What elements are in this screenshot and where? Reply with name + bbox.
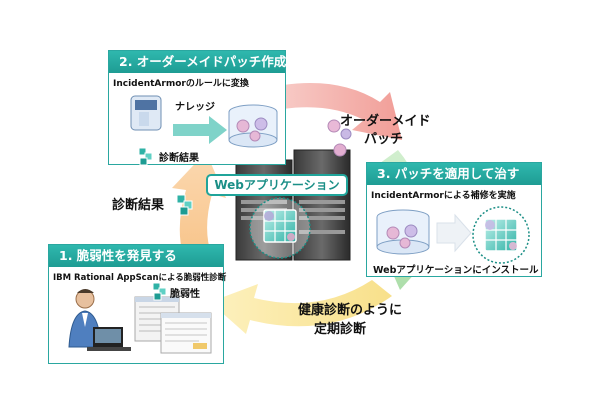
vulnerability-label: 脆弱性	[170, 289, 200, 300]
diagnosis-cubes-icon	[176, 194, 193, 216]
convert-arrow-icon	[173, 116, 227, 144]
step3-title: 3. パッチを適用して治す	[367, 163, 541, 185]
step2-panel: 2. オーダーメイドパッチ作成 IncidentArmorのルールに変換	[108, 50, 286, 166]
cycle-label-health-line1: 健康診断のように	[298, 303, 403, 318]
center-cube-icon	[249, 197, 311, 259]
apply-arrow-icon	[436, 213, 472, 253]
cycle-label-health-line2: 定期診断	[314, 322, 367, 337]
cycle-arrow-yellow	[210, 280, 392, 334]
patch-cylinder-icon	[376, 209, 430, 255]
cycle-arrow-red	[250, 83, 402, 140]
knowledge-label: ナレッジ	[175, 102, 215, 113]
knowledge-books-icon	[130, 95, 162, 131]
cycle-label-diagnosis-result: 診断結果	[112, 198, 165, 213]
result-cubes-icon	[138, 147, 153, 166]
step3-subtitle: IncidentArmorによる補修を実施	[371, 191, 516, 201]
result-label: 診断結果	[159, 153, 199, 164]
scan-window-icon	[134, 296, 212, 354]
patched-cube-icon	[472, 206, 530, 264]
cycle-label-ordermade-line1: オーダーメイド	[340, 114, 431, 129]
vulnerability-cubes-icon	[152, 283, 167, 301]
cycle-label-ordermade-line2: パッチ	[364, 132, 404, 147]
step1-illustration	[68, 283, 212, 354]
step2-subtitle: IncidentArmorのルールに変換	[113, 79, 249, 89]
step1-panel: 1. 脆弱性を発見する IBM Rational AppScanによる脆弱性診断	[48, 244, 227, 364]
install-label: Webアプリケーションにインストール	[373, 265, 539, 276]
step1-title: 1. 脆弱性を発見する	[49, 245, 223, 267]
ordermade-spheres-icon	[327, 119, 352, 157]
step3-panel: 3. パッチを適用して治す IncidentArmorによる補修を実施	[366, 162, 542, 277]
engineer-laptop-icon	[68, 289, 131, 351]
center-webapp-label: Webアプリケーション	[206, 174, 348, 196]
step2-illustration	[130, 95, 278, 166]
step3-illustration	[376, 206, 530, 264]
rule-cylinder-icon	[228, 104, 278, 148]
step1-subtitle: IBM Rational AppScanによる脆弱性診断	[53, 273, 227, 283]
step2-title: 2. オーダーメイドパッチ作成	[109, 51, 286, 73]
